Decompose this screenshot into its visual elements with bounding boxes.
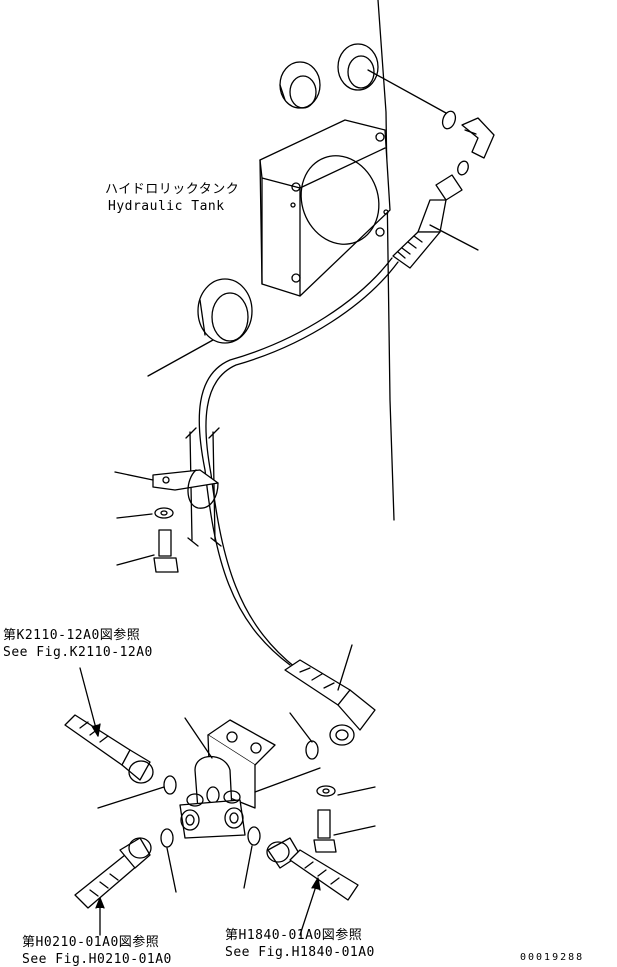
hose-line xyxy=(199,258,392,665)
tank-flange xyxy=(260,120,391,296)
bottom-left-hose xyxy=(75,838,151,908)
bolt-1 xyxy=(154,530,178,572)
drawing-number: 00019288 xyxy=(520,952,585,963)
o-ring-left xyxy=(164,776,176,794)
arrow-k2110 xyxy=(80,668,98,736)
bolt-2 xyxy=(314,810,336,852)
tank-label-en: Hydraulic Tank xyxy=(108,199,225,214)
spacer-ring-3 xyxy=(198,279,252,343)
upper-hose-end xyxy=(393,175,462,268)
leader-o-ring-bottom-right xyxy=(244,846,252,888)
ref-h0210-en: See Fig.H0210-01A0 xyxy=(22,952,172,967)
leader-o-ring-bottom-left xyxy=(167,848,176,892)
leader-o-ring-left xyxy=(98,787,164,808)
lower-hose-end xyxy=(285,660,375,745)
ref-h0210-jp: 第H0210-01A0図参照 xyxy=(22,935,160,950)
hose-clamp xyxy=(153,470,218,508)
leader-washer-2 xyxy=(338,787,375,795)
ref-k2110-jp: 第K2110-12A0図参照 xyxy=(3,628,141,643)
leader-line-ring xyxy=(148,340,213,376)
leader-lower-hose xyxy=(338,645,352,690)
o-ring-top xyxy=(440,109,457,130)
spacer-ring-2 xyxy=(338,44,378,90)
leader-junction-bracket xyxy=(255,768,320,792)
spacer-ring-1 xyxy=(280,62,320,108)
arrow-h1840 xyxy=(300,880,318,935)
ref-h1840-en: See Fig.H1840-01A0 xyxy=(225,945,375,960)
leader-clamp xyxy=(115,472,153,480)
o-ring-bottom-left xyxy=(161,829,173,847)
leader-bolt-1 xyxy=(117,555,154,565)
washer-2 xyxy=(317,786,335,796)
o-ring-small xyxy=(456,160,470,177)
leader-upper-hose xyxy=(430,225,478,250)
ref-h1840-jp: 第H1840-01A0図参照 xyxy=(225,928,363,943)
leader-o-ring-top xyxy=(368,70,446,113)
o-ring-bottom-right xyxy=(248,827,260,845)
elbow-fitting xyxy=(462,118,494,158)
washer-1 xyxy=(155,508,173,518)
junction-block xyxy=(180,720,275,838)
o-ring-right xyxy=(306,741,318,759)
bottom-right-hose xyxy=(267,838,358,900)
left-hose xyxy=(65,715,153,783)
tank-label-jp: ハイドロリックタンク xyxy=(105,182,240,197)
leader-bolt-2 xyxy=(334,826,375,835)
leader-washer-1 xyxy=(117,514,152,518)
tank-wall-line xyxy=(378,0,394,520)
ref-k2110-en: See Fig.K2110-12A0 xyxy=(3,645,153,660)
leader-junction-block xyxy=(185,718,212,758)
leader-o-ring-right xyxy=(290,713,312,742)
